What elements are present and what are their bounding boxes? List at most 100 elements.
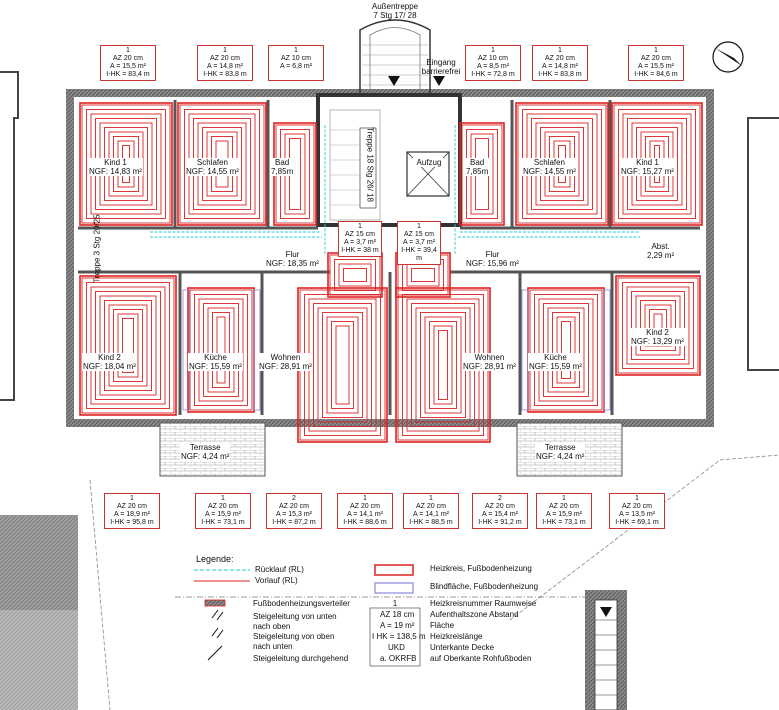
neighbor-block-bottom	[0, 610, 78, 710]
legend-riser-through: Steigeleitung durchgehend	[253, 654, 349, 663]
heating-loop	[433, 325, 453, 405]
heating-loop	[216, 316, 226, 384]
room-name: Wohnen	[270, 353, 301, 362]
circuit-tag-az: AZ 20 cm	[208, 503, 238, 510]
heating-loop	[95, 291, 161, 400]
legend-title: Legende:	[196, 554, 234, 564]
circuit-tag-az: AZ 20 cm	[416, 503, 446, 510]
circuit-tag-num: 2	[292, 495, 296, 502]
room-name: Kind 2	[98, 353, 121, 362]
circuit-tag-az: AZ 20 cm	[350, 503, 380, 510]
circuit-tag-num: 1	[126, 47, 130, 54]
room-name: Bad	[470, 158, 485, 167]
heating-loop	[194, 294, 248, 406]
circuit-tag-az: AZ 10 cm	[478, 55, 508, 62]
room-name: Wohnen	[474, 353, 505, 362]
plot-outline	[89, 454, 779, 710]
legend-desc-ihk: Heizkreislänge	[430, 632, 483, 641]
circuit-tag-num: 1	[294, 47, 298, 54]
heating-circuit-border	[177, 102, 267, 226]
return-lines	[150, 125, 640, 255]
heating-loop	[461, 124, 503, 224]
circuit-tag-num: 1	[221, 495, 225, 502]
circuit-tag-num: 1	[363, 495, 367, 502]
heating-loop	[343, 268, 367, 282]
legend-distributor: Fußbodenheizungsverteiler	[253, 599, 350, 608]
heating-loop	[113, 309, 143, 382]
legend-sample-okrfb: a. OKRFB	[380, 654, 417, 663]
heating-loop	[81, 277, 175, 414]
circuit-tag-num: 1	[417, 223, 421, 230]
circuit-tag-num: 1	[358, 223, 362, 230]
circuit-tag-ihk: I-HK = 72,8 m	[471, 71, 515, 78]
circuit-tag-ihk: I-HK = 83,4 m	[106, 71, 150, 78]
heating-loop	[552, 312, 580, 388]
room-area: NGF: 4,24 m²	[181, 452, 230, 461]
circuit-tag-a: A = 14,8 m²	[542, 63, 578, 70]
circuit-tag-num: 1	[130, 495, 134, 502]
room-area: NGF: 28,91 m²	[259, 362, 312, 371]
heating-loop	[117, 313, 139, 378]
circuit-tag-num: 1	[223, 47, 227, 54]
external-stair-title: Außentreppe	[371, 2, 419, 11]
room-area: NGF: 15,59 m²	[189, 362, 242, 371]
circuit-tag-a: A = 15,9 m²	[205, 511, 241, 518]
circuit-tag-az: AZ 20 cm	[113, 55, 143, 62]
heating-loop	[613, 104, 701, 224]
heating-loop	[338, 263, 372, 287]
heating-circuit-border	[79, 102, 173, 226]
circuit-tag-num: 2	[498, 495, 502, 502]
circuit-tag-a: A = 14,8 m²	[207, 63, 243, 70]
room-area: NGF: 15,96 m²	[466, 259, 519, 268]
room-name: Küche	[204, 353, 227, 362]
elevator-label: Aufzug	[411, 158, 447, 167]
external-stair	[359, 19, 431, 93]
blind-areas	[182, 289, 611, 411]
circuit-tag-az: AZ 20 cm	[549, 503, 579, 510]
legend-desc-az: Aufenthaltszone Abstand	[430, 610, 519, 619]
heating-loop	[424, 316, 462, 414]
heating-circuit-border	[515, 102, 609, 226]
room-area: NGF: 14,55 m²	[186, 167, 239, 176]
heating-loop	[212, 312, 230, 388]
circuit-tag-az: AZ 15 cm	[404, 231, 434, 238]
circuit-tag-ihk: I-HK = 95,8 m	[110, 519, 154, 526]
circuit-tag-a: A = 18,9 m²	[114, 511, 150, 518]
circuit-tag-az: AZ 20 cm	[545, 55, 575, 62]
heating-loop	[626, 286, 690, 365]
heating-loop	[198, 298, 244, 402]
legend-sample-num: 1	[392, 599, 398, 608]
legend-sample-ukd: UKD	[388, 643, 405, 652]
circuit-tag-num: 1	[562, 495, 566, 502]
heating-loop	[322, 312, 363, 418]
heating-circuit-border	[615, 275, 701, 376]
entrance-line2: barrierefrei	[421, 67, 461, 76]
heating-loop	[335, 325, 350, 405]
heating-loop	[203, 303, 239, 397]
heating-loop	[99, 295, 157, 396]
room-area: NGF: 18,04 m²	[83, 362, 136, 371]
circuit-tag-a: A = 14,1 m²	[413, 511, 449, 518]
legend-desc-okrfb: auf Oberkante Rohfußboden	[430, 654, 532, 663]
room-name: Terrasse	[189, 443, 221, 452]
north-arrow-icon	[712, 41, 744, 73]
circuit-tag-ihk: I-HK = 88,6 m	[343, 519, 387, 526]
room-area: NGF: 18,35 m²	[266, 259, 319, 268]
heating-loop	[635, 295, 681, 356]
heating-loop	[547, 307, 585, 393]
